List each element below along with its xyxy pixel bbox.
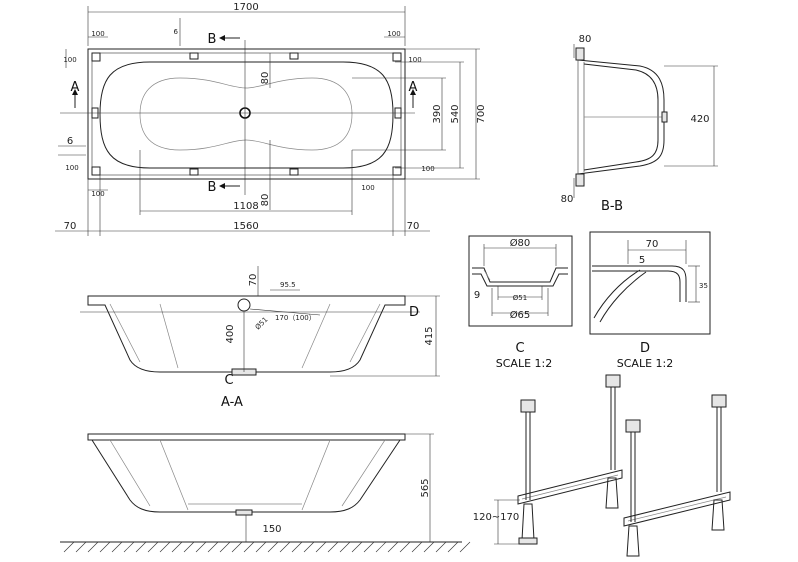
floor-hatch-stroke <box>423 541 435 553</box>
floor-hatch-stroke <box>291 541 303 553</box>
floor-hatch-stroke <box>411 541 423 553</box>
dim-100-top-left: 100 <box>91 30 104 38</box>
dim-6-top: 6 <box>174 28 179 36</box>
floor-hatch-stroke <box>315 541 327 553</box>
section-mark-a-left: A <box>71 80 80 95</box>
detail-d: 70 5 35 D SCALE 1:2 <box>589 231 711 370</box>
d-dim-5: 5 <box>639 255 645 266</box>
aa-dim-400: 400 <box>225 324 236 343</box>
dim-100-top-right: 100 <box>387 30 400 38</box>
aa-mark-d: D <box>409 305 419 320</box>
floor-hatch-stroke <box>171 541 183 553</box>
c-dim-65: Ø65 <box>510 309 531 321</box>
floor-hatch-stroke <box>375 541 387 553</box>
d-scale: SCALE 1:2 <box>617 357 673 370</box>
floor-hatch-stroke <box>387 541 399 553</box>
floor-hatch-stroke <box>363 541 375 553</box>
aa-label: A-A <box>221 395 243 410</box>
dim-1560: 1560 <box>233 221 258 232</box>
floor-hatch-stroke <box>447 541 459 553</box>
dim-700: 700 <box>476 104 487 123</box>
section-mark-a-right: A <box>409 80 418 95</box>
dim-1108: 1108 <box>233 201 258 212</box>
detail-c: Ø80 Ø65 Ø51 9 C SCALE 1:2 <box>468 235 573 370</box>
dim-100-left-bottom: 100 <box>65 164 78 172</box>
dim-1700: 1700 <box>233 2 258 13</box>
floor-hatch-stroke <box>159 541 171 553</box>
dim-6-left: 6 <box>67 136 73 147</box>
floor-hatch-stroke <box>219 541 231 553</box>
dim-100-bottom-right: 100 <box>361 184 374 192</box>
bb-dim-80-bottom: 80 <box>561 194 574 205</box>
bb-dim-420: 420 <box>690 114 709 125</box>
aa-dim-95-5: 95.5 <box>280 281 296 289</box>
c-dim-51: Ø51 <box>513 294 527 302</box>
aa-dim-170: 170（100） <box>275 314 316 322</box>
floor-hatch-stroke <box>435 541 447 553</box>
floor-hatch-stroke <box>279 541 291 553</box>
dim-540: 540 <box>450 104 461 123</box>
floor-hatch-stroke <box>183 541 195 553</box>
floor-hatch-stroke <box>327 541 339 553</box>
c-dim-80: Ø80 <box>510 237 531 249</box>
section-bb: 80 80 420 B-B <box>561 34 718 214</box>
floor-hatch-stroke <box>147 541 159 553</box>
floor-hatch-stroke <box>87 541 99 553</box>
dim-70-left: 70 <box>64 221 77 232</box>
dim-100-right-top: 100 <box>408 56 421 64</box>
floor-hatch-stroke <box>243 541 255 553</box>
floor-hatch-stroke <box>207 541 219 553</box>
floor-hatch-stroke <box>231 541 243 553</box>
floor-hatch-stroke <box>123 541 135 553</box>
dim-80-top: 80 <box>260 72 271 85</box>
c-dim-9: 9 <box>474 290 480 301</box>
side-elevation: 565 150 <box>60 433 471 553</box>
tub-basin <box>99 61 394 169</box>
dim-70-right: 70 <box>407 221 420 232</box>
floor-hatch-stroke <box>255 541 267 553</box>
bb-dim-80-top: 80 <box>579 34 592 45</box>
floor-hatch-stroke <box>99 541 111 553</box>
d-dim-35: 35 <box>699 282 708 290</box>
floor-hatch-stroke <box>399 541 411 553</box>
floor-hatch-stroke <box>63 541 75 553</box>
floor-hatch-stroke <box>459 541 471 553</box>
dim-100-left-top: 100 <box>63 56 76 64</box>
floor-hatch-stroke <box>75 541 87 553</box>
c-label: C <box>515 341 524 356</box>
c-scale: SCALE 1:2 <box>496 357 552 370</box>
aa-dim-70: 70 <box>248 274 259 287</box>
floor-hatch-stroke <box>267 541 279 553</box>
elev-dim-150: 150 <box>262 524 281 535</box>
section-mark-b-bottom: B <box>208 180 217 195</box>
dim-390: 390 <box>432 104 443 123</box>
plan-view: 1700 100 100 1 <box>55 2 487 236</box>
floor-hatch-stroke <box>303 541 315 553</box>
aa-mark-c: C <box>224 373 233 388</box>
floor-hatch-stroke <box>111 541 123 553</box>
bb-label: B-B <box>601 199 623 214</box>
section-aa: 70 95.5 170（100） Ø51 400 415 D C A-A <box>80 266 440 410</box>
tub-outer-rim <box>87 48 406 180</box>
floor-hatch-stroke <box>339 541 351 553</box>
tub-bottom <box>139 77 353 151</box>
d-label: D <box>640 341 650 356</box>
aa-dim-415: 415 <box>424 326 435 345</box>
legs-dim-range: 120~170 <box>473 512 520 523</box>
dim-100-bottom-left: 100 <box>91 190 104 198</box>
floor-hatch-stroke <box>135 541 147 553</box>
dim-100-right-bottom: 100 <box>421 165 434 173</box>
section-mark-b-top: B <box>208 32 217 47</box>
floor-hatch-stroke <box>195 541 207 553</box>
aa-dim-51: Ø51 <box>254 316 270 332</box>
elev-dim-565: 565 <box>420 478 431 497</box>
dim-80-bottom: 80 <box>260 194 271 207</box>
floor-hatch <box>63 541 471 553</box>
leg-stand: 120~170 <box>473 374 731 557</box>
d-dim-70: 70 <box>646 239 659 250</box>
floor-hatch-stroke <box>351 541 363 553</box>
